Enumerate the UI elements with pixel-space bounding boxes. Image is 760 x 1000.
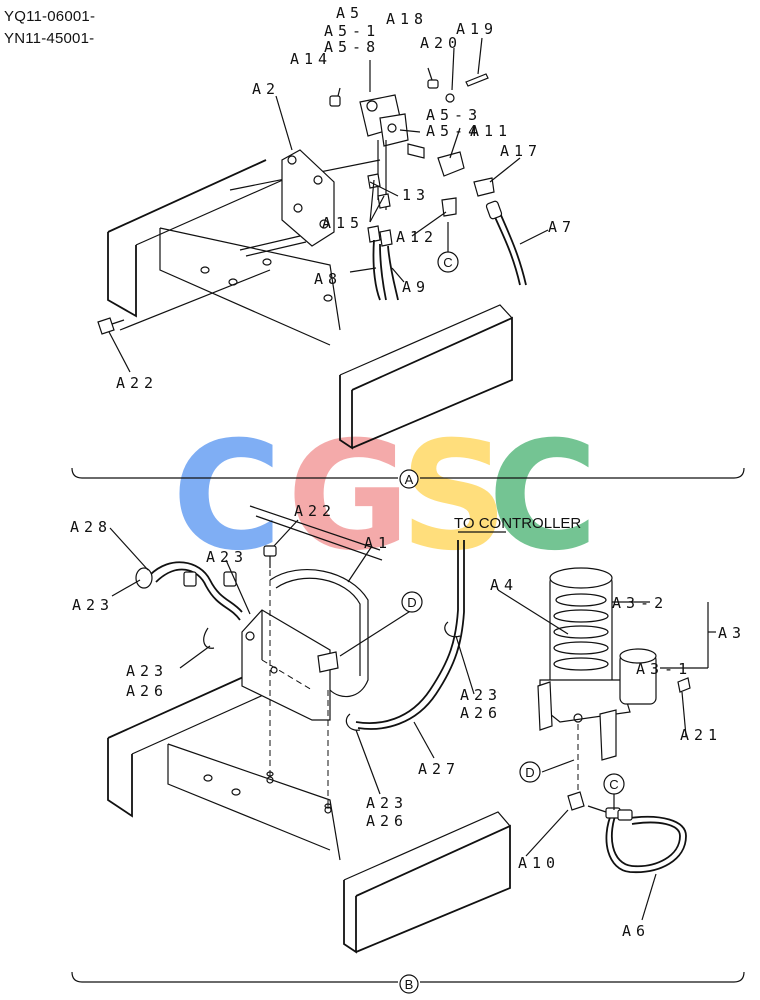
- callout-a3-2: A3-2: [612, 594, 668, 612]
- frame-beam-top: [107, 159, 513, 450]
- circle-ref-d-box: D: [401, 591, 423, 613]
- callout-a19: A19: [456, 20, 498, 38]
- callout-a2: A2: [252, 80, 280, 98]
- callout-a27: A27: [418, 760, 460, 778]
- hoses-top: [372, 200, 527, 301]
- circle-ref-c-text-2: C: [609, 777, 618, 792]
- callout-a12: A12: [396, 228, 438, 246]
- circle-ref-c-bottom: C: [603, 773, 625, 795]
- callout-a3-1: A3-1: [636, 660, 692, 678]
- watermark: C G S C: [172, 410, 598, 584]
- callout-a5-1: A5-1: [324, 22, 380, 40]
- callout-a26-1: A26: [126, 682, 168, 700]
- callout-a21: A21: [680, 726, 722, 744]
- callout-a10: A10: [518, 854, 560, 872]
- callout-a23-3: A23: [126, 662, 168, 680]
- callout-a28: A28: [70, 518, 112, 536]
- section-label-b: B: [405, 977, 414, 992]
- harness-a28: [135, 545, 277, 649]
- callout-a22-bottom: A22: [294, 502, 336, 520]
- callouts-bottom: A28 A22 A1 A23 A23 A23 A26 A4 A3-2 A3 A3…: [70, 502, 746, 940]
- callout-a6: A6: [622, 922, 650, 940]
- frame-beam-bottom: [107, 505, 511, 954]
- watermark-letter-3: S: [400, 410, 508, 584]
- callout-a26-2: A26: [460, 704, 502, 722]
- callout-a9: A9: [402, 278, 430, 296]
- callout-a18: A18: [386, 10, 428, 28]
- callout-a5-4: A5-4: [426, 122, 482, 140]
- hose-a6: [567, 791, 687, 874]
- leaders-top: [107, 37, 549, 373]
- callout-a11: A11: [470, 122, 512, 140]
- callout-a23-4: A23: [460, 686, 502, 704]
- pump-unit-a4: [537, 567, 691, 790]
- note-to-controller: TO CONTROLLER: [454, 515, 581, 532]
- distributor-block-a5: [329, 60, 495, 247]
- cable-a27: [345, 531, 506, 731]
- callout-a7: A7: [548, 218, 576, 236]
- callout-a20: A20: [420, 34, 462, 52]
- callout-a23-5: A23: [366, 794, 408, 812]
- leaders-bottom: [109, 519, 716, 921]
- circle-ref-d-pump: D: [519, 761, 541, 783]
- callout-13: 13: [402, 186, 430, 204]
- callout-a5-3: A5-3: [426, 106, 482, 124]
- section-label-a: A: [405, 472, 414, 487]
- serial-range-2: YN11-45001-: [4, 30, 95, 47]
- callout-a17: A17: [500, 142, 542, 160]
- callout-a23-1: A23: [206, 548, 248, 566]
- bolt-a22-top: [97, 317, 125, 335]
- callout-a15: A15: [322, 214, 364, 232]
- watermark-letter-4: C: [488, 410, 598, 584]
- callout-a3: A3: [718, 624, 746, 642]
- callout-a26-3: A26: [366, 812, 408, 830]
- bracket-plate-a2: [119, 149, 335, 331]
- callout-a1: A1: [364, 534, 392, 552]
- callout-a14: A14: [290, 50, 332, 68]
- serial-range-1: YQ11-06001-: [4, 8, 96, 25]
- watermark-letter-2: G: [287, 410, 410, 584]
- circle-ref-d-text-1: D: [407, 595, 416, 610]
- circle-ref-c-top: C: [437, 251, 459, 273]
- section-brace-a: A: [71, 467, 745, 489]
- callout-a22-top: A22: [116, 374, 158, 392]
- section-brace-b: B: [71, 971, 745, 994]
- callout-a23-2: A23: [72, 596, 114, 614]
- circle-ref-c-text: C: [443, 255, 452, 270]
- callout-a5: A5: [336, 4, 364, 22]
- callout-a4: A4: [490, 576, 518, 594]
- callouts-top: A5 A5-1 A5-8 A18 A20 A19 A14 A2 A5-3 A5-…: [116, 4, 576, 392]
- controller-box-a1: [241, 560, 369, 814]
- circle-ref-d-text-2: D: [525, 765, 534, 780]
- callout-a8: A8: [314, 270, 342, 288]
- callout-a5-8: A5-8: [324, 38, 380, 56]
